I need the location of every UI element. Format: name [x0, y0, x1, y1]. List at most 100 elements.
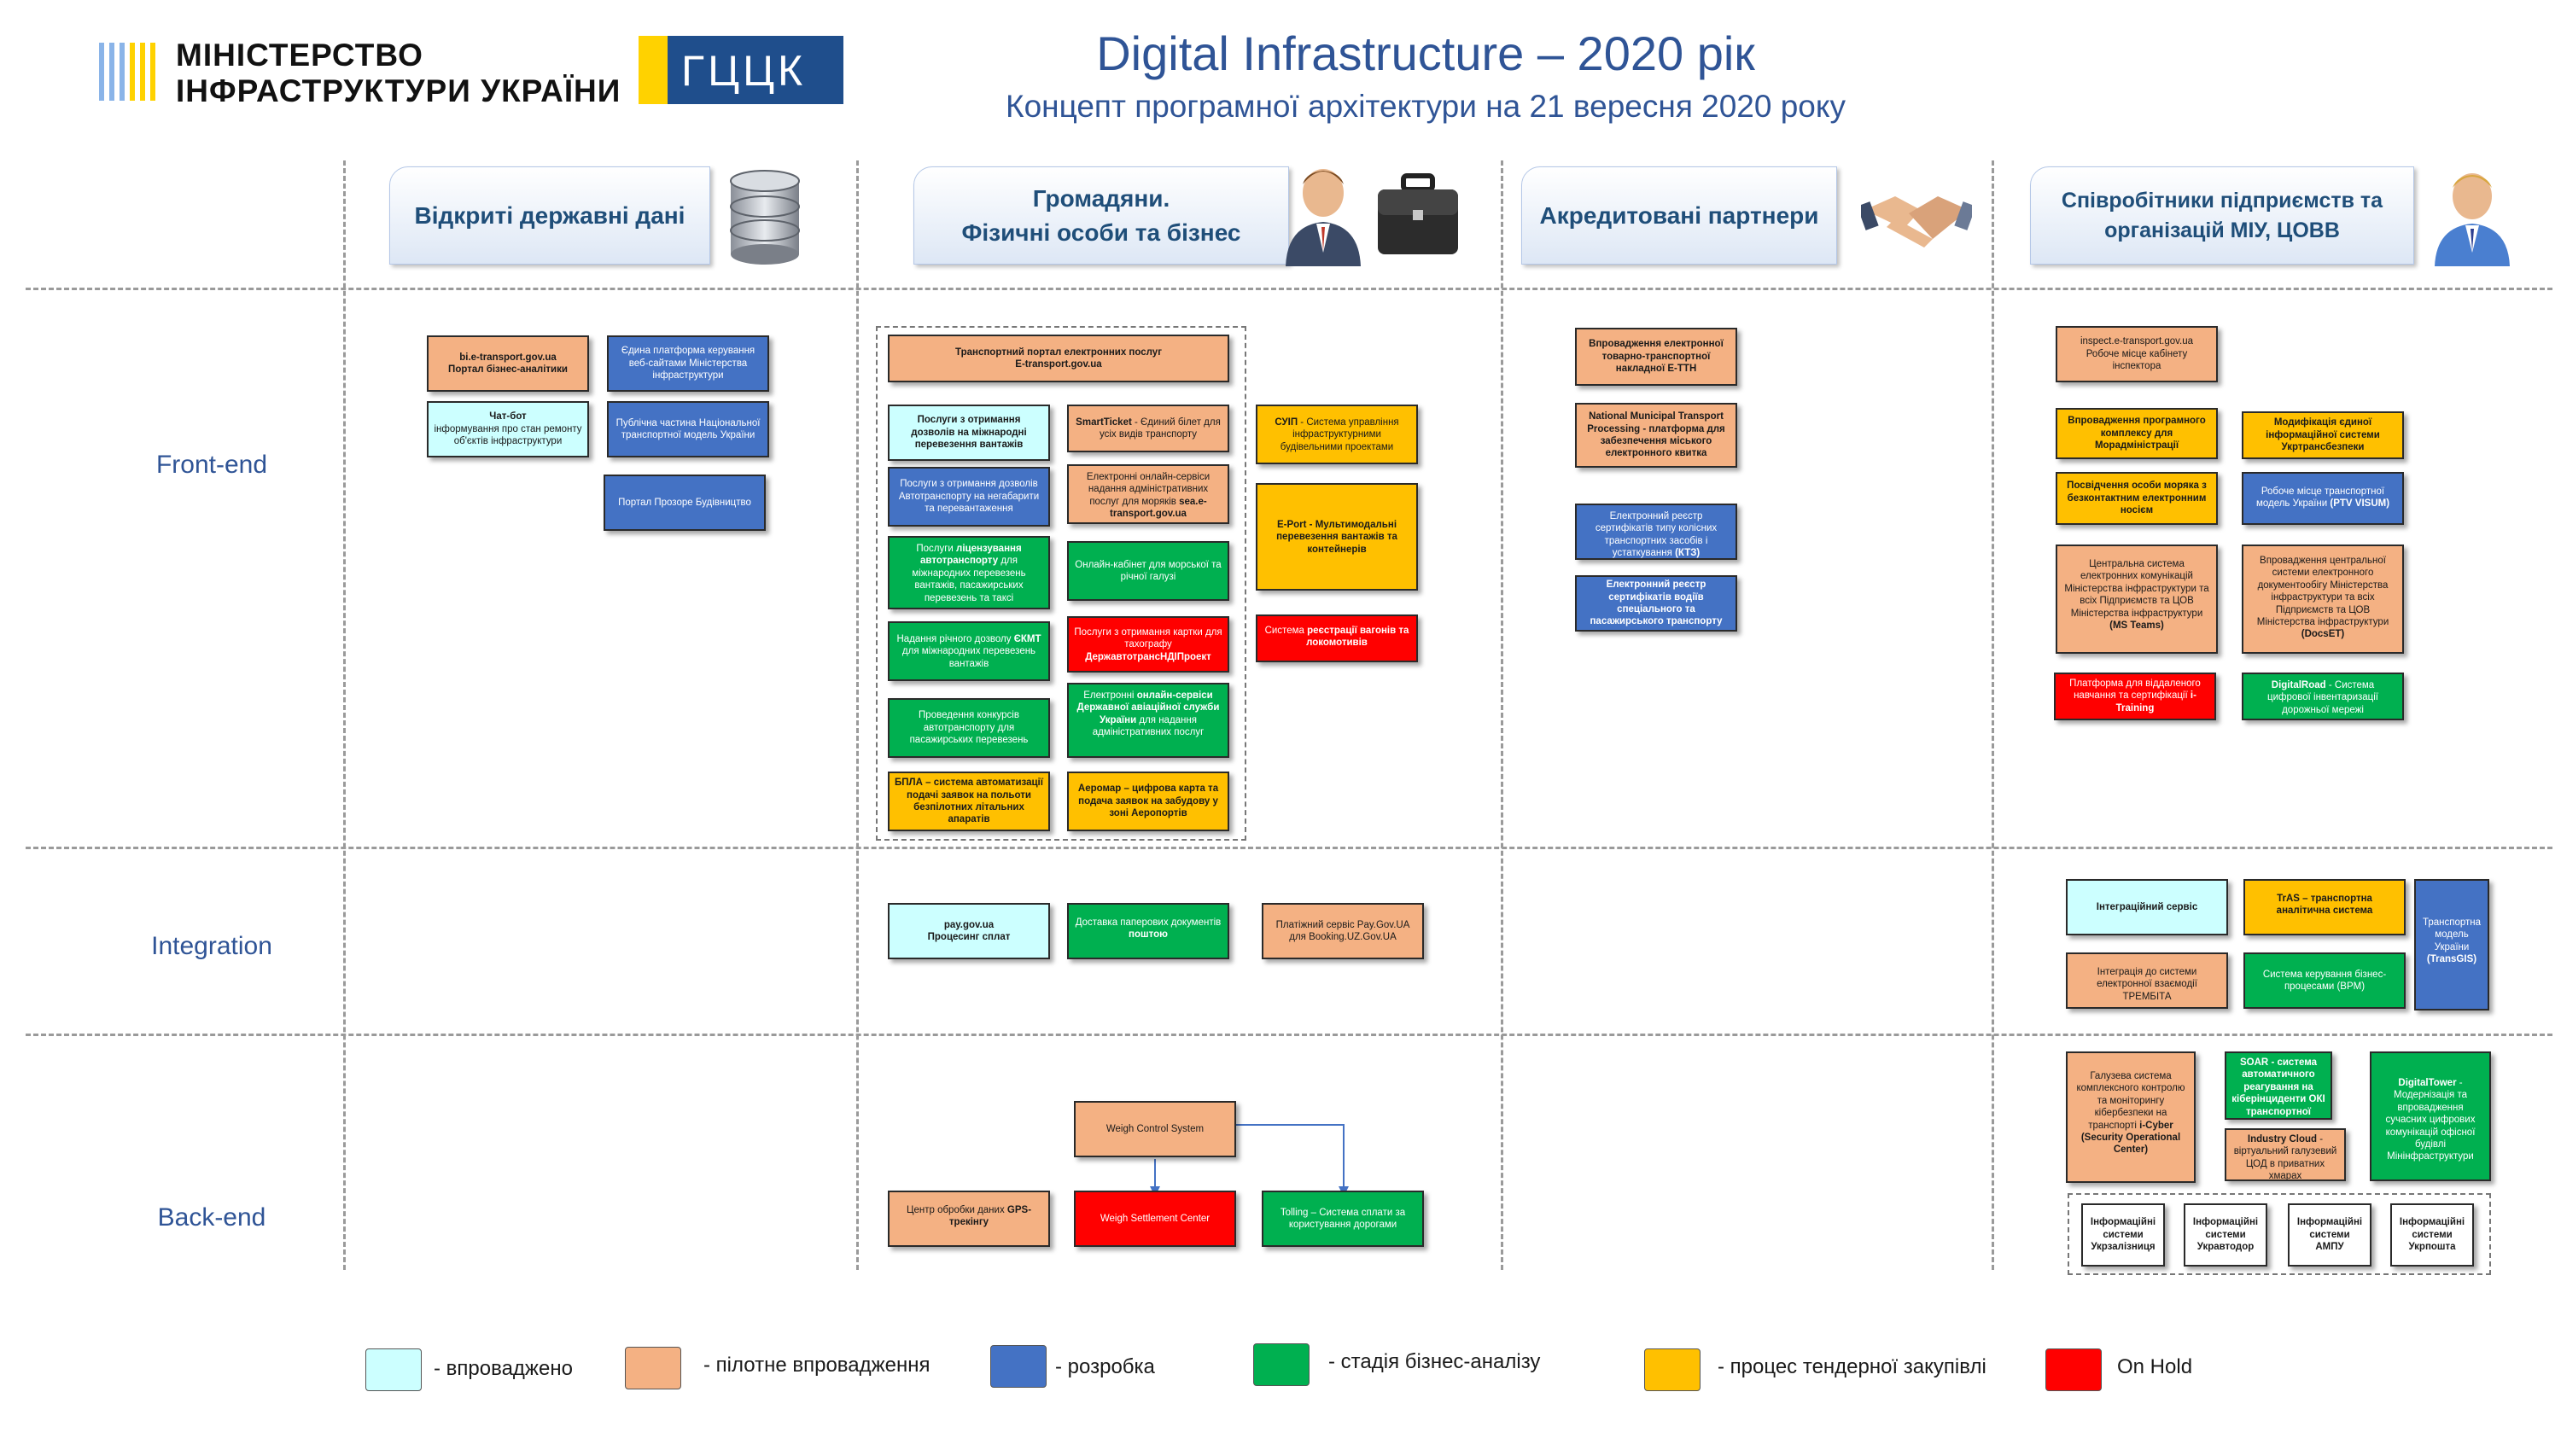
is-ampu-label: Інформаційні системи АМПУ — [2296, 1217, 2363, 1253]
tras-title: TrAS — [2277, 894, 2300, 904]
transgis-label: Транспортна модель України — [2422, 917, 2482, 952]
booking-pay-box: Платіжний сервіс Pay.Gov.UA для Booking.… — [1262, 903, 1424, 959]
suip-description: - Система управління інфраструктурними б… — [1280, 417, 1399, 452]
tolling-label: Tolling – Система сплати за користування… — [1280, 1207, 1406, 1230]
legend-swatch-implemented — [365, 1348, 422, 1391]
e-ttn-label: Впровадження електронної товарно-транспо… — [1589, 339, 1724, 375]
bpm-label: Система керування бізнес-процесами (BPM) — [2262, 969, 2387, 992]
weigh-settlement-center-box: Weigh Settlement Center — [1074, 1191, 1236, 1247]
kts-registry-abbr: (КТЗ) — [1675, 548, 1701, 559]
drivers-registry-box: Електронний реєстр сертифікатів водіїв с… — [1575, 575, 1737, 632]
i-training-box: Платформа для віддаленого навчання та се… — [2054, 673, 2216, 720]
column-header-partners-label: Акредитовані партнери — [1539, 201, 1819, 229]
i-training-title: i-Training — [2115, 690, 2196, 713]
licensing-prefix: Послуги — [916, 544, 957, 554]
prozoro-construction-label: Портал Прозоре Будівництво — [618, 497, 751, 508]
legend-swatch-pilot — [625, 1347, 681, 1389]
divider-header — [26, 288, 2552, 290]
legend-swatch-tender — [1644, 1348, 1701, 1391]
tolling-box: Tolling – Система сплати за користування… — [1262, 1191, 1424, 1247]
aeromap-label: Аеромар – цифрова карта та подача заявок… — [1077, 783, 1219, 819]
tras-box: TrAS – транспортна аналітична система — [2243, 879, 2406, 935]
divider-front-integration — [26, 847, 2552, 849]
i-cyber-label: Галузева система комплексного контролю т… — [2076, 1071, 2185, 1131]
kts-registry-label: Електронний реєстр сертифікатів типу кол… — [1595, 511, 1718, 559]
tachograph-card-org: ДержавтотрансНДІПроект — [1085, 651, 1211, 662]
transgis-abbr: (TransGIS) — [2426, 954, 2477, 965]
prozoro-construction-box: Портал Прозоре Будівництво — [604, 475, 766, 531]
is-ampu-box: Інформаційні системи АМПУ — [2288, 1203, 2371, 1267]
wagon-registry-prefix: Система — [1264, 626, 1308, 636]
intl-permits-box: Послуги з отримання дозволів на міжнарод… — [888, 405, 1050, 461]
tras-description: – транспортна аналітична система — [2276, 894, 2373, 917]
digital-tower-description: - Модернізація та впровадження сучасних … — [2385, 1078, 2476, 1162]
column-header-employees-line2: організацій МІУ, ЦОВВ — [2104, 218, 2340, 242]
wagon-registry-box: Система реєстрації вагонів та локомотиві… — [1256, 614, 1418, 662]
gcck-text: ГЦЦК — [681, 47, 807, 95]
inspector-cabinet-url: inspect.e-transport.gov.ua — [2080, 336, 2194, 347]
ptv-visum-box: Робоче місце транспортної модель України… — [2242, 472, 2404, 525]
bpm-box: Система керування бізнес-процесами (BPM) — [2243, 952, 2406, 1009]
ms-teams-label: Центральна система електронних комунікац… — [2064, 559, 2209, 619]
seaman-id-box: Посвідчення особи моряка з безконтактним… — [2056, 472, 2218, 525]
licensing-description: для міжнародних перевезень вантажів, пас… — [912, 556, 1026, 603]
suip-title: СУІП — [1275, 417, 1298, 428]
employee-icon — [2435, 173, 2510, 266]
paper-delivery-box: Доставка паперових документів поштою — [1067, 903, 1229, 959]
column-header-employees: Співробітники підприємств та організацій… — [2030, 166, 2414, 265]
ukrtransbezpeka-label: Модифікація єдиної інформаційної системи… — [2266, 417, 2380, 453]
legend-implemented: - впроваджено — [434, 1357, 573, 1380]
seafarers-services-box: Електронні онлайн-сервіси надання адміні… — [1067, 464, 1229, 524]
column-divider-3 — [1501, 160, 1503, 1270]
legend-development: - розробка — [1055, 1355, 1155, 1378]
briefcase-icon — [1378, 173, 1458, 254]
is-ukrzaliznytsia-box: Інформаційні системи Укрзалізниця — [2081, 1203, 2165, 1267]
smart-ticket-box: SmartTicket - Єдиний білет для усіх виді… — [1067, 405, 1229, 452]
auto-oversize-permits-label: Послуги з отримання дозволів Автотранспо… — [898, 479, 1040, 515]
paper-delivery-label: Доставка паперових документів — [1075, 917, 1222, 928]
industry-cloud-description: - віртуальний галузевий ЦОД в приватних … — [2233, 1134, 2337, 1181]
page-title: Digital Infrastructure – 2020 рік — [1096, 26, 1755, 80]
column-header-employees-line1: Співробітники підприємств та — [2061, 188, 2383, 213]
bi-portal-url: bi.e-transport.gov.ua — [459, 352, 557, 363]
ministry-logo: МІНІСТЕРСТВО ІНФРАСТРУКТУРИ УКРАЇНИ — [96, 38, 625, 114]
auto-oversize-permits-box: Послуги з отримання дозволів Автотранспо… — [888, 467, 1050, 527]
ministry-name-line1: МІНІСТЕРСТВО — [176, 38, 423, 73]
digital-road-box: DigitalRoad - Система цифрової інвентари… — [2242, 673, 2404, 720]
column-header-partners: Акредитовані партнери — [1521, 166, 1837, 265]
ptv-visum-label: Робоче місце транспортної модель України — [2255, 486, 2385, 510]
legend-on-hold: On Hold — [2117, 1355, 2193, 1378]
gps-tracking-center-title: GPS-трекінгу — [948, 1205, 1032, 1228]
trembita-label: Інтеграція до системи електронної взаємо… — [2097, 967, 2197, 990]
unified-website-platform-box: Єдина платформа керування веб-сайтами Мі… — [607, 335, 769, 392]
ekmt-permit-box: Надання річного дозволу ЄКМТ для міжнаро… — [888, 621, 1050, 681]
aviation-services-description: для надання адміністративних послуг — [1092, 714, 1205, 738]
national-transport-model-public-box: Публічна частина Національної транспортн… — [607, 401, 769, 457]
is-ukravtodor-box: Інформаційні системи Укравтодор — [2184, 1203, 2267, 1267]
weigh-settlement-center-label: Weigh Settlement Center — [1100, 1213, 1210, 1224]
column-header-open-data: Відкриті державні дані — [389, 166, 710, 265]
national-transport-model-public-label: Публічна частина Національної транспортн… — [615, 417, 761, 440]
digital-road-description: - Система цифрової інвентаризації дорожн… — [2266, 680, 2379, 715]
integration-service-box: Інтеграційний сервіс — [2066, 879, 2228, 935]
is-ukrposhta-label: Інформаційні системи Укрпошта — [2399, 1217, 2465, 1253]
seafarers-services-url: sea.e-transport.gov.ua — [1110, 496, 1207, 520]
ministry-stripes-icon — [99, 43, 155, 101]
licensing-title: ліцензування автотранспорту — [920, 544, 1022, 567]
industry-cloud-box: Industry Cloud - віртуальний галузевий Ц… — [2225, 1128, 2346, 1181]
digital-road-title: DigitalRoad — [2271, 680, 2326, 690]
transgis-box: Транспортна модель України (TransGIS) — [2414, 879, 2489, 1010]
ukrtransbezpeka-box: Модифікація єдиної інформаційної системи… — [2242, 411, 2404, 459]
row-label-integration: Integration — [151, 932, 272, 960]
pay-gov-box: pay.gov.ua Процесинг сплат — [888, 903, 1050, 959]
row-label-backend: Back-end — [157, 1203, 266, 1232]
ptv-visum-abbr: (PTV VISUM) — [2330, 498, 2390, 510]
inspector-cabinet-box: inspect.e-transport.gov.ua Робоче місце … — [2056, 326, 2218, 382]
e-transport-portal-url: E-transport.gov.ua — [1015, 359, 1102, 370]
moradmin-box: Впровадження програмного комплексу для М… — [2056, 408, 2218, 459]
docset-abbr: (DocsET) — [2301, 629, 2345, 640]
kts-registry-box: Електронний реєстр сертифікатів типу кол… — [1575, 504, 1737, 560]
tachograph-card-box: Послуги з отримання картки для тахографу… — [1067, 616, 1229, 673]
gps-tracking-center-label: Центр обробки даних — [906, 1205, 1007, 1215]
wagon-registry-title: реєстрації вагонів та локомотивів — [1306, 626, 1409, 649]
